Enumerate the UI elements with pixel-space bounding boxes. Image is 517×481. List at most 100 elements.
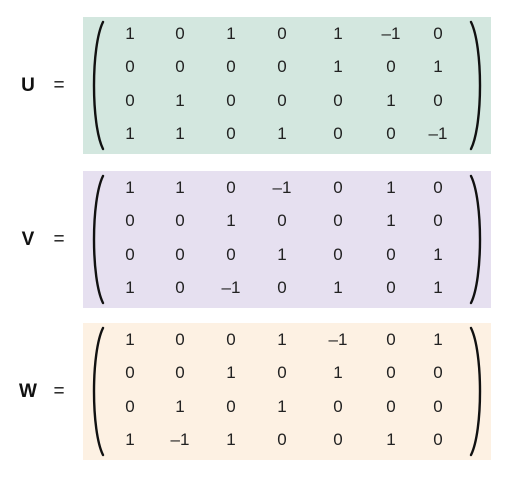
matrix-u-cell: 0 — [125, 91, 135, 110]
right-parenthesis — [469, 326, 482, 457]
matrix-u-cell: 0 — [433, 91, 443, 110]
matrix-u-cell: –1 — [381, 24, 401, 43]
left-parenthesis — [92, 326, 105, 457]
matrix-w-cell: 0 — [277, 363, 287, 382]
matrix-u-background — [83, 17, 491, 154]
matrix-w-cell: 1 — [277, 397, 287, 416]
matrix-v-cell: 0 — [226, 245, 236, 264]
matrix-v-cell: 0 — [175, 211, 185, 230]
matrix-w-cell: 1 — [125, 430, 135, 449]
matrix-u-cell: 0 — [333, 124, 343, 143]
matrix-v-cell: 0 — [333, 245, 343, 264]
matrix-w-cell: 0 — [386, 330, 396, 349]
matrix-v-cell: 0 — [433, 211, 443, 230]
matrix-w-label: W — [19, 380, 37, 402]
matrix-w-cell: 0 — [175, 363, 185, 382]
matrix-v-cell: –1 — [221, 278, 241, 297]
matrix-w-cell: 0 — [175, 330, 185, 349]
matrix-w-cell: 0 — [386, 363, 396, 382]
matrix-w-cell: 1 — [226, 430, 236, 449]
matrix-w-cell: 1 — [175, 397, 185, 416]
matrix-v-cell: 0 — [125, 211, 135, 230]
matrix-w-cell: 1 — [226, 363, 236, 382]
matrix-w: W = 1 0 0 1 –1 0 1 0 0 1 0 1 0 0 0 1 0 1 0 0 0 1 –1 1 0 0 1 0 — [0, 318, 517, 460]
matrix-u-cell: 0 — [277, 24, 287, 43]
matrix-v-cell: 0 — [277, 211, 287, 230]
matrix-w-cell: 0 — [433, 430, 443, 449]
matrix-v-cell: –1 — [272, 178, 292, 197]
matrix-u-cell: 0 — [386, 124, 396, 143]
matrix-v-cell: 0 — [226, 178, 236, 197]
equals-sign: = — [53, 228, 65, 250]
matrix-u-cell: 1 — [125, 124, 135, 143]
matrix-u-cell: 1 — [333, 57, 343, 76]
matrix-u-label: U — [21, 74, 35, 96]
matrix-u-cell: 1 — [175, 91, 185, 110]
left-parenthesis — [92, 20, 105, 151]
right-parenthesis — [469, 174, 482, 305]
matrix-v-cell: 0 — [333, 178, 343, 197]
matrix-w-cell: 0 — [386, 397, 396, 416]
matrix-v-cell: 0 — [433, 178, 443, 197]
matrix-u-cell: 0 — [226, 57, 236, 76]
matrix-v-cell: 1 — [175, 178, 185, 197]
matrix-v-cell: 0 — [175, 245, 185, 264]
matrix-v-cell: 0 — [175, 278, 185, 297]
matrix-w-cell: 0 — [125, 363, 135, 382]
matrix-u-cell: 1 — [175, 124, 185, 143]
matrix-v-background — [83, 171, 491, 308]
matrix-u-cell: 1 — [386, 91, 396, 110]
left-parenthesis — [92, 174, 105, 305]
matrix-v-cell: 1 — [226, 211, 236, 230]
matrix-w-cell: 0 — [226, 397, 236, 416]
matrix-u-cell: 0 — [226, 124, 236, 143]
matrix-w-cell: 1 — [433, 330, 443, 349]
matrix-w-cell: 0 — [333, 397, 343, 416]
matrix-v-cell: 1 — [125, 178, 135, 197]
matrix-w-cell: 1 — [386, 430, 396, 449]
matrix-u-cell: 0 — [175, 57, 185, 76]
matrix-u-cell: 0 — [226, 91, 236, 110]
matrix-u-cell: 1 — [125, 24, 135, 43]
matrix-u-cell: 1 — [433, 57, 443, 76]
matrix-u-cell: 1 — [277, 124, 287, 143]
matrix-u-cell: 0 — [277, 57, 287, 76]
matrix-v-cell: 0 — [277, 278, 287, 297]
matrix-u-cell: 1 — [333, 24, 343, 43]
matrix-v-cell: 0 — [125, 245, 135, 264]
matrix-v-cell: 1 — [125, 278, 135, 297]
matrix-w-cell: 0 — [433, 363, 443, 382]
matrix-u-cell: 1 — [226, 24, 236, 43]
matrix-w-cell: –1 — [328, 330, 348, 349]
equals-sign: = — [53, 380, 65, 402]
right-parenthesis — [469, 20, 482, 151]
matrix-u-cell: 0 — [433, 24, 443, 43]
matrix-u-cell: 0 — [333, 91, 343, 110]
matrix-w-cell: 1 — [277, 330, 287, 349]
matrix-w-cell: 0 — [333, 430, 343, 449]
matrix-v-cell: 0 — [386, 245, 396, 264]
matrix-w-background — [83, 323, 491, 460]
matrix-u-cell: –1 — [428, 124, 448, 143]
matrix-v-cell: 1 — [433, 278, 443, 297]
matrix-v-label: V — [21, 228, 35, 250]
matrix-v-cell: 1 — [386, 211, 396, 230]
matrix-w-cell: –1 — [170, 430, 190, 449]
matrix-u-cell: 0 — [125, 57, 135, 76]
matrix-w-cell: 1 — [333, 363, 343, 382]
matrix-w-cell: 0 — [433, 397, 443, 416]
matrix-v-cell: 0 — [333, 211, 343, 230]
matrix-u-cell: 0 — [175, 24, 185, 43]
matrix-v-cell: 1 — [386, 178, 396, 197]
matrix-v-cell: 1 — [433, 245, 443, 264]
matrix-v-cell: 0 — [386, 278, 396, 297]
matrix-w-cell: 0 — [226, 330, 236, 349]
matrix-u-cell: 0 — [386, 57, 396, 76]
matrix-w-cell: 0 — [125, 397, 135, 416]
matrix-v-cell: 1 — [333, 278, 343, 297]
matrix-w-cell: 1 — [125, 330, 135, 349]
matrix-w-cell: 0 — [277, 430, 287, 449]
equals-sign: = — [53, 74, 65, 96]
